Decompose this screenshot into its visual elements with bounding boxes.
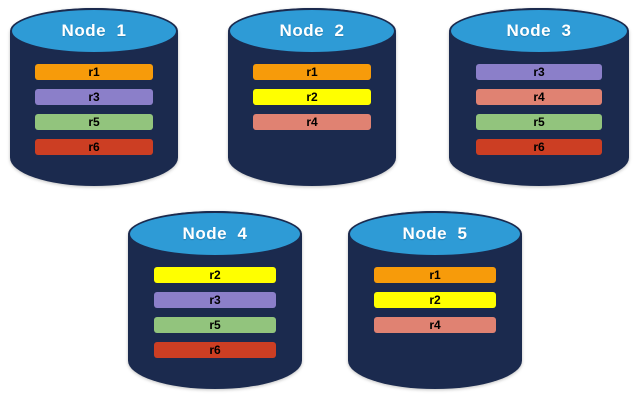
record-item[interactable]: r6 <box>476 139 602 155</box>
node-label: Node 2 <box>279 21 345 40</box>
record-item[interactable]: r1 <box>35 64 153 80</box>
record-item[interactable]: r2 <box>374 292 496 308</box>
record-item[interactable]: r1 <box>253 64 371 80</box>
cylinder-top-ellipse <box>228 8 396 54</box>
record-item[interactable]: r6 <box>154 342 276 358</box>
node-5[interactable]: Node 5 r1 r2 r4 <box>348 211 522 389</box>
cylinder-top-ellipse <box>128 211 302 257</box>
node-label: Node 5 <box>402 224 468 243</box>
record-list: r2 r3 r5 r6 <box>128 267 302 358</box>
record-item[interactable]: r6 <box>35 139 153 155</box>
node-label: Node 3 <box>506 21 572 40</box>
record-list: r1 r2 r4 <box>228 64 396 130</box>
node-label: Node 4 <box>182 224 248 243</box>
cylinder-top-ellipse <box>10 8 178 54</box>
record-item[interactable]: r4 <box>476 89 602 105</box>
record-list: r1 r3 r5 r6 <box>10 64 178 155</box>
cylinder-top-ellipse <box>348 211 522 257</box>
record-item[interactable]: r2 <box>154 267 276 283</box>
record-item[interactable]: r3 <box>154 292 276 308</box>
node-4[interactable]: Node 4 r2 r3 r5 r6 <box>128 211 302 389</box>
record-item[interactable]: r3 <box>35 89 153 105</box>
record-item[interactable]: r5 <box>154 317 276 333</box>
node-3[interactable]: Node 3 r3 r4 r5 r6 <box>449 8 629 186</box>
record-item[interactable]: r1 <box>374 267 496 283</box>
record-list: r3 r4 r5 r6 <box>449 64 629 155</box>
record-item[interactable]: r3 <box>476 64 602 80</box>
record-item[interactable]: r5 <box>35 114 153 130</box>
node-2[interactable]: Node 2 r1 r2 r4 <box>228 8 396 186</box>
record-item[interactable]: r4 <box>253 114 371 130</box>
record-item[interactable]: r5 <box>476 114 602 130</box>
record-item[interactable]: r4 <box>374 317 496 333</box>
node-1[interactable]: Node 1 r1 r3 r5 r6 <box>10 8 178 186</box>
cylinder-top-ellipse <box>449 8 629 54</box>
record-item[interactable]: r2 <box>253 89 371 105</box>
record-list: r1 r2 r4 <box>348 267 522 333</box>
node-label: Node 1 <box>61 21 127 40</box>
